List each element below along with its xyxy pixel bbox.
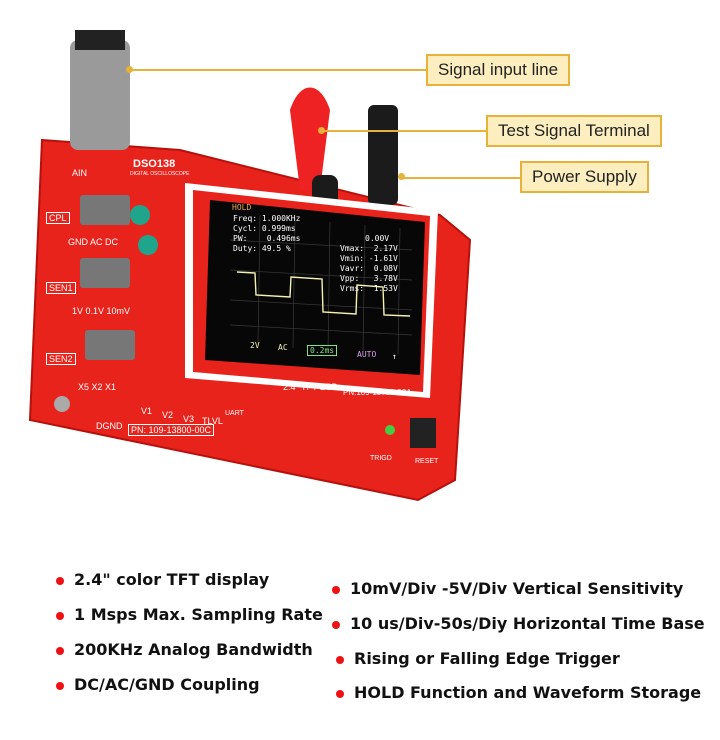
- feature-item: HOLD Function and Waveform Storage: [336, 683, 701, 702]
- trimmer-capacitor-1: [130, 205, 150, 225]
- screen-vmax: Vmax: 2.17V: [340, 244, 398, 253]
- screen-trigger-mode: AUTO: [357, 350, 377, 359]
- callout-test-signal: Test Signal Terminal: [486, 115, 662, 147]
- bullet-icon: [332, 620, 340, 629]
- board-model-sub: DIGITAL OSCILLOSCOPE: [130, 171, 190, 177]
- label-cpl: CPL: [46, 212, 70, 224]
- feature-item: 200KHz Analog Bandwidth: [56, 640, 313, 659]
- label-sen1-options: 1V 0.1V 10mV: [72, 306, 131, 316]
- label-sen1: SEN1: [46, 282, 76, 294]
- label-dgnd: DGND: [96, 421, 123, 431]
- callout-dot: [398, 173, 405, 180]
- screen-freq: Freq: 1.000KHz: [233, 214, 301, 223]
- bullet-icon: [336, 689, 344, 698]
- label-uart: UART: [225, 410, 244, 417]
- screen-vpp: Vpp: 3.78V: [340, 274, 398, 283]
- reset-button[interactable]: [410, 418, 436, 448]
- screen-vmin: Vmin: -1.61V: [340, 254, 398, 263]
- bnc-connector: [70, 40, 130, 150]
- power-jack-cable: [368, 105, 398, 205]
- label-pn-board: PN: 109-13800-00C: [128, 424, 215, 436]
- callout-line: [402, 177, 520, 179]
- label-sen2-options: X5 X2 X1: [78, 382, 117, 392]
- bullet-icon: [56, 576, 64, 585]
- screen-grid: [229, 214, 413, 355]
- callout-power: Power Supply: [520, 161, 649, 193]
- screen-timebase: 0.2ms: [307, 345, 338, 356]
- screen-vrms: Vrms: 1.53V: [340, 284, 398, 293]
- feature-item: 1 Msps Max. Sampling Rate: [56, 605, 323, 624]
- mount-hole: [54, 396, 70, 412]
- bullet-icon: [336, 655, 344, 664]
- screen-coupling: AC: [278, 343, 288, 352]
- feature-item: Rising or Falling Edge Trigger: [336, 649, 620, 668]
- lcd-screen: [205, 200, 425, 375]
- red-clip: [290, 87, 330, 190]
- oscilloscope-board-illustration: [28, 30, 472, 502]
- screen-hold: HOLD: [232, 203, 252, 212]
- label-cpl-options: GND AC DC: [68, 237, 119, 247]
- callout-signal-input: Signal input line: [426, 54, 571, 86]
- screen-vdiv: 2V: [250, 341, 260, 350]
- screen-vavr: Vavr: 0.08V: [340, 264, 398, 273]
- callout-line: [322, 130, 486, 132]
- label-tlvl: TLVL: [202, 416, 223, 426]
- bullet-icon: [56, 646, 64, 655]
- label-trigd: TRIGD: [370, 455, 392, 462]
- screen-duty: Duty: 49.5 %: [233, 244, 291, 253]
- bullet-icon: [56, 611, 64, 620]
- screen-cycl: Cycl: 0.999ms: [233, 224, 296, 233]
- board-model: DSO138: [133, 158, 176, 170]
- screen-offset: 0.00V: [365, 234, 390, 243]
- callout-dot: [318, 127, 325, 134]
- label-v3: V3: [183, 414, 195, 424]
- signal-cable: [75, 30, 125, 50]
- callout-line: [130, 69, 426, 71]
- label-sen2: SEN2: [46, 353, 76, 365]
- label-lcd: 2.4" TFT LCD: [283, 382, 338, 392]
- bullet-icon: [332, 585, 340, 594]
- trimmer-capacitor-2: [138, 235, 158, 255]
- waveform-trace: [236, 271, 411, 317]
- bullet-icon: [56, 681, 64, 690]
- screen-pw: PW: 0.496ms: [233, 234, 301, 243]
- switches: [80, 195, 135, 360]
- label-reset: RESET: [415, 458, 439, 465]
- label-v1: V1: [141, 406, 153, 416]
- label-v2: V2: [162, 410, 174, 420]
- feature-item: 10 us/Div-50s/Diy Horizontal Time Base: [332, 614, 705, 633]
- label-ain: AIN: [72, 168, 88, 178]
- feature-item: 2.4" color TFT display: [56, 570, 269, 589]
- feature-item: DC/AC/GND Coupling: [56, 675, 260, 694]
- label-pn-lcd: PN:109-13700-00A: [343, 388, 412, 397]
- screen-trigger-edge: ↑: [392, 352, 397, 361]
- trigger-led: [385, 425, 395, 435]
- callout-dot: [126, 66, 133, 73]
- feature-item: 10mV/Div -5V/Div Vertical Sensitivity: [332, 579, 683, 598]
